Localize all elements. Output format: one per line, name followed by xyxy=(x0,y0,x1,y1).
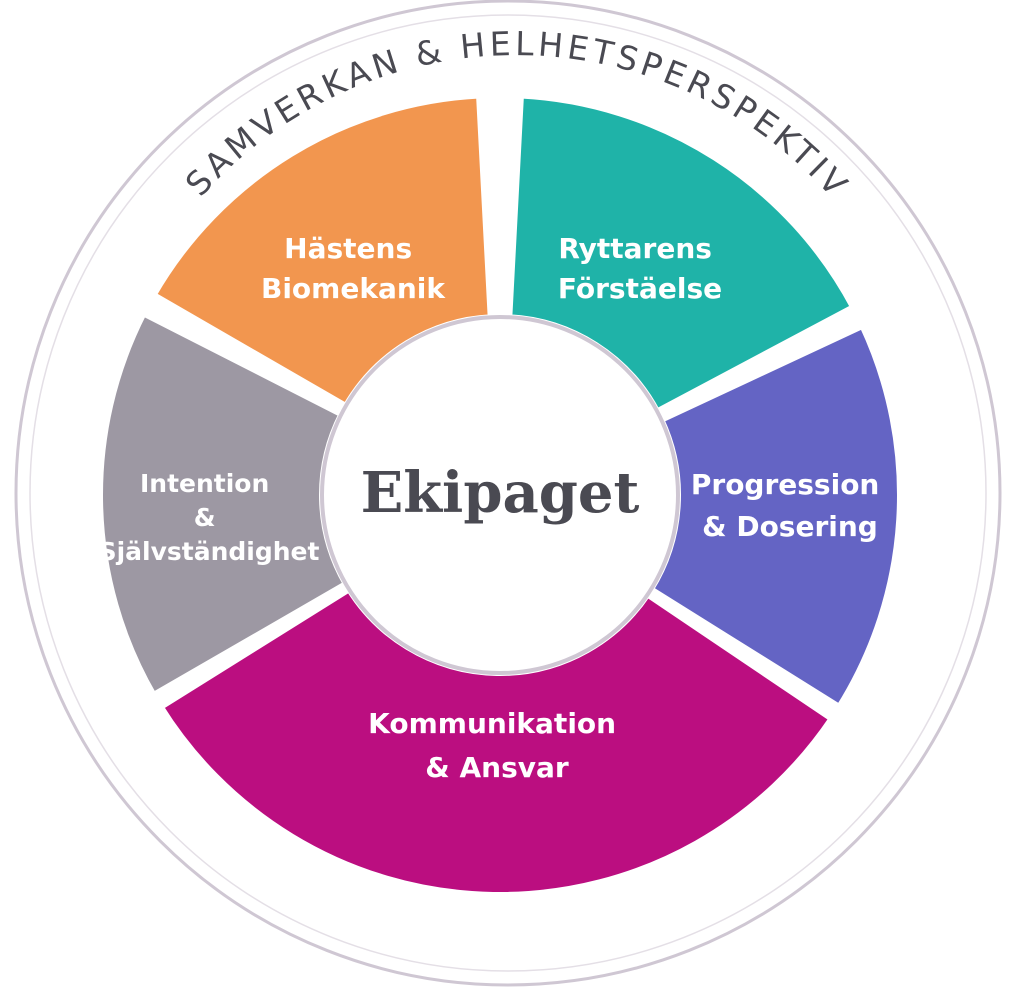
segment-label-progression-dosering: Progression & Dosering xyxy=(691,468,889,543)
outer-ring-inner-edge xyxy=(29,14,987,972)
segment-label-line: Intention xyxy=(140,469,269,498)
segment-label-line: Progression xyxy=(691,468,880,501)
segment-label-kommunikation-ansvar: Kommunikation & Ansvar xyxy=(368,707,626,784)
segment-label-line: Självständighet xyxy=(99,537,320,566)
segment-label-line: Kommunikation xyxy=(368,707,616,740)
segment-label-line: & Ansvar xyxy=(425,751,569,784)
segment-label-intention-sjalvstandighet: Intention & Självständighet xyxy=(99,469,320,566)
segment-label-line: Förstäelse xyxy=(558,272,722,305)
segment-label-group: Hästens Biomekanik Ryttarens Förstäelse … xyxy=(99,232,889,784)
segment-label-line: & Dosering xyxy=(702,510,878,543)
center-circle xyxy=(320,315,680,675)
segment-label-line: & xyxy=(194,503,216,532)
segment-label-ryttarens-forstaelse: Ryttarens Förstäelse xyxy=(558,232,722,305)
segment-label-line: Hästens xyxy=(284,232,412,265)
segment-group xyxy=(97,92,903,898)
segment-label-line: Biomekanik xyxy=(261,272,446,305)
segment-label-line: Ryttarens xyxy=(558,232,712,265)
outer-ring xyxy=(14,0,1002,987)
center-label: Ekipaget xyxy=(361,460,640,526)
segment-label-hastens-biomekanik: Hästens Biomekanik xyxy=(261,232,446,305)
